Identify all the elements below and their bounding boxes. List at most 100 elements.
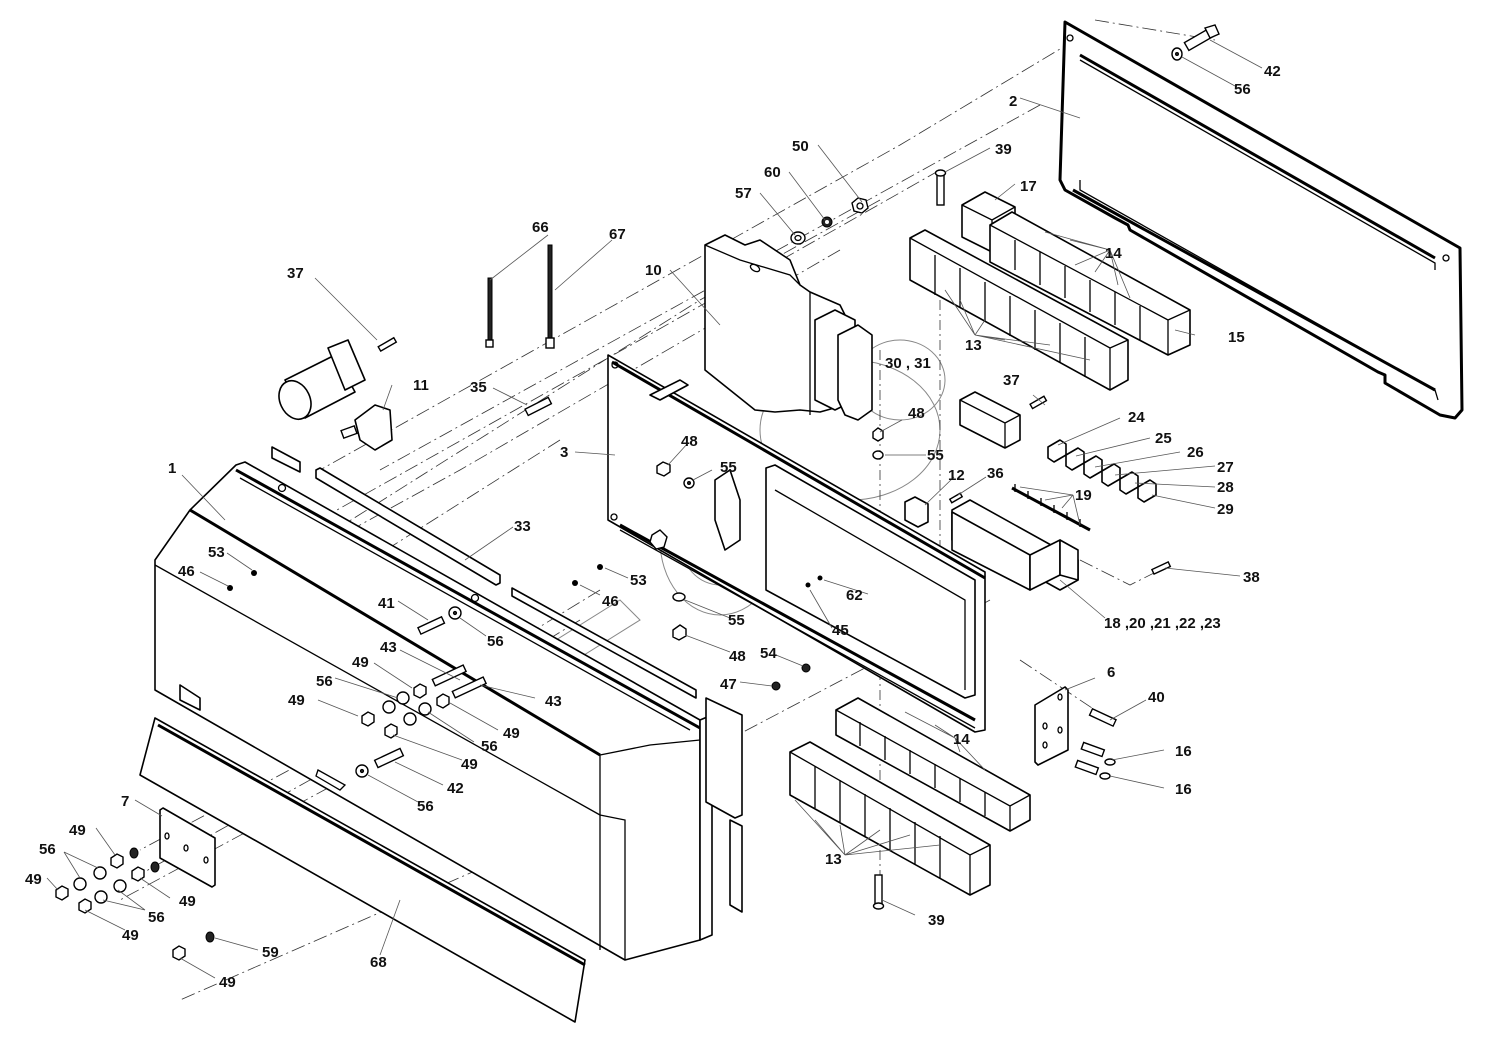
callout-41: 41 bbox=[378, 595, 395, 612]
screw-40 bbox=[1088, 707, 1117, 728]
callout-48: 48 bbox=[681, 433, 698, 450]
callout-37: 37 bbox=[1003, 372, 1020, 389]
callout-68: 68 bbox=[370, 954, 387, 971]
callout-46: 46 bbox=[178, 563, 195, 580]
screw-37-left bbox=[377, 336, 398, 353]
cable-tie-66 bbox=[485, 277, 494, 348]
callout-43: 43 bbox=[545, 693, 562, 710]
callout-54: 54 bbox=[760, 645, 777, 662]
callout-55: 55 bbox=[927, 447, 944, 464]
callout-48: 48 bbox=[908, 405, 925, 422]
screw-37-right bbox=[1029, 395, 1048, 410]
callout-49: 49 bbox=[352, 654, 369, 671]
callout-47: 47 bbox=[720, 676, 737, 693]
relay-30-31 bbox=[959, 391, 1021, 449]
screw-35 bbox=[524, 396, 553, 417]
screw-39-top bbox=[934, 169, 947, 206]
callout-10: 10 bbox=[645, 262, 662, 279]
callout-59: 59 bbox=[262, 944, 279, 961]
callout-48: 48 bbox=[729, 648, 746, 665]
callout-labels: 42 56 2 50 39 60 57 17 66 67 14 10 37 15… bbox=[25, 63, 1281, 991]
screw-39-bottom bbox=[872, 874, 885, 910]
callout-53: 53 bbox=[208, 544, 225, 561]
callout-2: 2 bbox=[1009, 93, 1017, 110]
callout-40: 40 bbox=[1148, 689, 1165, 706]
callout-67: 67 bbox=[609, 226, 626, 243]
callout-56: 56 bbox=[316, 673, 333, 690]
callout-62: 62 bbox=[846, 587, 863, 604]
bus-bar-19 bbox=[1011, 484, 1091, 532]
callout-33: 33 bbox=[514, 518, 531, 535]
part-2-back-plate bbox=[1058, 20, 1464, 420]
callout-26: 26 bbox=[1187, 444, 1204, 461]
callout-27: 27 bbox=[1217, 459, 1234, 476]
callout-15: 15 bbox=[1228, 329, 1245, 346]
callout-56: 56 bbox=[39, 841, 56, 858]
callout-49: 49 bbox=[122, 927, 139, 944]
callout-25: 25 bbox=[1155, 430, 1172, 447]
screw-42-top bbox=[1183, 24, 1220, 52]
callout-7: 7 bbox=[121, 793, 129, 810]
callout-56: 56 bbox=[481, 738, 498, 755]
terminal-16-b bbox=[1074, 759, 1111, 780]
nut-50 bbox=[851, 197, 869, 214]
fuse-block-18-20-21-22-23 bbox=[951, 499, 1079, 591]
washer-57 bbox=[790, 231, 806, 245]
callout-24: 24 bbox=[1128, 409, 1145, 426]
connector-12 bbox=[904, 496, 929, 528]
callout-66: 66 bbox=[532, 219, 549, 236]
callout-16: 16 bbox=[1175, 743, 1192, 760]
callout-55: 55 bbox=[720, 459, 737, 476]
part-10-bracket-module bbox=[704, 234, 873, 421]
callout-30-31: 30 , 31 bbox=[885, 355, 931, 372]
callout-55: 55 bbox=[728, 612, 745, 629]
callout-18-20-21-22-23: 18 ,20 ,21 ,22 ,23 bbox=[1104, 615, 1221, 632]
callout-3: 3 bbox=[560, 444, 568, 461]
callout-17: 17 bbox=[1020, 178, 1037, 195]
callout-11: 11 bbox=[413, 377, 429, 394]
callout-13: 13 bbox=[825, 851, 842, 868]
callout-13: 13 bbox=[965, 337, 982, 354]
strip-33 bbox=[271, 446, 743, 913]
part-6-plate bbox=[1034, 686, 1069, 766]
relay-rows-top bbox=[909, 191, 1191, 391]
callout-49: 49 bbox=[461, 756, 478, 773]
callout-60: 60 bbox=[764, 164, 781, 181]
callout-46: 46 bbox=[602, 593, 619, 610]
switch-11 bbox=[340, 404, 393, 451]
washer-56-top bbox=[1171, 47, 1183, 61]
plate-3-hardware bbox=[572, 427, 884, 691]
callout-42: 42 bbox=[447, 780, 464, 797]
callout-49: 49 bbox=[288, 692, 305, 709]
callout-49: 49 bbox=[503, 725, 520, 742]
callout-49: 49 bbox=[219, 974, 236, 991]
callout-35: 35 bbox=[470, 379, 487, 396]
callout-37: 37 bbox=[287, 265, 304, 282]
callout-19: 19 bbox=[1075, 487, 1092, 504]
callout-29: 29 bbox=[1217, 501, 1234, 518]
callout-36: 36 bbox=[987, 465, 1004, 482]
callout-28: 28 bbox=[1217, 479, 1234, 496]
callout-56: 56 bbox=[148, 909, 165, 926]
terminal-16-a bbox=[1080, 741, 1116, 766]
holder-cylinder bbox=[278, 339, 366, 421]
relay-rows-bottom bbox=[789, 697, 1031, 896]
callout-1: 1 bbox=[168, 460, 176, 477]
callout-49: 49 bbox=[25, 871, 42, 888]
callout-39: 39 bbox=[995, 141, 1012, 158]
callout-56: 56 bbox=[487, 633, 504, 650]
callout-16: 16 bbox=[1175, 781, 1192, 798]
cable-tie-67 bbox=[545, 244, 555, 349]
callout-56: 56 bbox=[417, 798, 434, 815]
screw-36 bbox=[948, 492, 964, 504]
callout-6: 6 bbox=[1107, 664, 1115, 681]
callout-14: 14 bbox=[1105, 245, 1122, 262]
callout-39: 39 bbox=[928, 912, 945, 929]
callout-56: 56 bbox=[1234, 81, 1251, 98]
part-68-bottom-strip bbox=[139, 717, 586, 1023]
plate-7-fasteners bbox=[55, 847, 215, 961]
leader-lines bbox=[46, 39, 1263, 979]
callout-38: 38 bbox=[1243, 569, 1260, 586]
callout-53: 53 bbox=[630, 572, 647, 589]
